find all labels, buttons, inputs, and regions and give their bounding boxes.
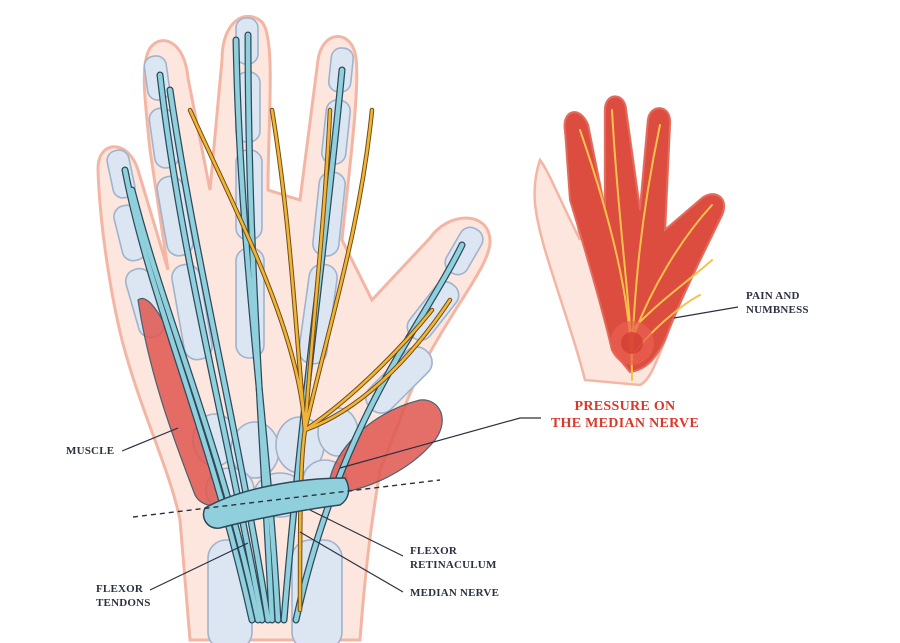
label-median-nerve: MEDIAN NERVE (410, 586, 499, 600)
label-pain-and-numbness: PAIN AND NUMBNESS (746, 289, 809, 317)
label-flexor-tendons: FLEXOR TENDONS (96, 582, 151, 610)
label-muscle: MUSCLE (66, 444, 114, 458)
right-hand (535, 97, 724, 386)
label-flexor-retinaculum: FLEXOR RETINACULUM (410, 544, 497, 572)
label-pressure-on-median-nerve: PRESSURE ON THE MEDIAN NERVE (540, 398, 710, 432)
